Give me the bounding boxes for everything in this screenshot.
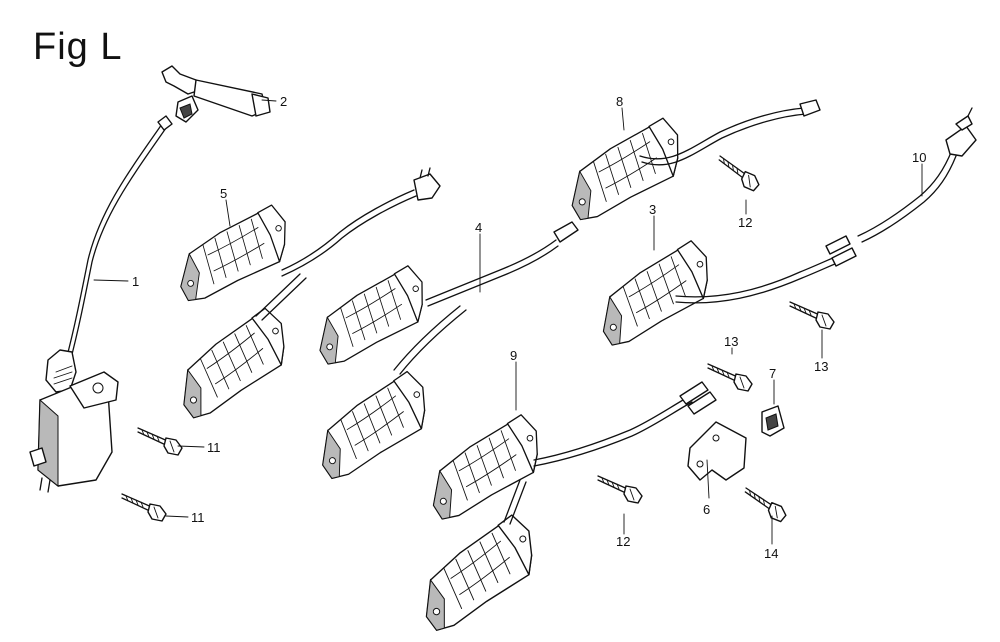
callout-10: 10: [912, 150, 926, 165]
callout-3: 3: [649, 202, 656, 217]
callout-7: 7: [769, 366, 776, 381]
charge-coil-part-3: [588, 235, 857, 347]
ignition-coil-part-1: [29, 115, 173, 493]
bolt-part-14: [740, 487, 791, 523]
lead-wire-part-10: [857, 107, 977, 243]
charge-coil-part-9: [418, 381, 717, 521]
callout-12a: 12: [738, 215, 752, 230]
callout-labels: 1 2 3 4 5 6 7 8 9 10 11 11 12 12 13 13 1…: [132, 94, 926, 561]
bolt-part-12b: [597, 475, 643, 504]
callout-2: 2: [280, 94, 287, 109]
callout-12b: 12: [616, 534, 630, 549]
callout-5: 5: [220, 186, 227, 201]
charge-coil-part-8: [559, 99, 821, 222]
callout-6: 6: [703, 502, 710, 517]
callout-11a: 11: [207, 440, 221, 455]
bolt-part-13b: [789, 301, 835, 330]
pulser-coil-part-5b: [163, 273, 307, 420]
callout-4: 4: [475, 220, 482, 235]
bracket-part-6: [687, 421, 747, 481]
clip-part-7: [761, 405, 785, 437]
bolt-part-13a: [707, 363, 753, 392]
callout-13a: 13: [724, 334, 738, 349]
callout-9: 9: [510, 348, 517, 363]
plug-cap-part-2: [161, 65, 271, 123]
bolt-part-12a: [713, 155, 764, 193]
bolt-part-11b: [121, 493, 167, 522]
pulser-coil-part-9b: [405, 479, 549, 633]
callout-11b: 11: [191, 510, 205, 525]
callout-1: 1: [132, 274, 139, 289]
bolt-part-11a: [137, 427, 183, 456]
callout-8: 8: [616, 94, 623, 109]
figure-title: Fig L: [33, 26, 123, 68]
charge-coil-part-4: [307, 221, 579, 366]
callout-13b: 13: [814, 359, 828, 374]
charge-coil-part-5: [170, 167, 441, 302]
callout-14: 14: [764, 546, 778, 561]
pulser-coil-part-4b: [305, 305, 467, 481]
leader-lines: [93, 99, 923, 545]
